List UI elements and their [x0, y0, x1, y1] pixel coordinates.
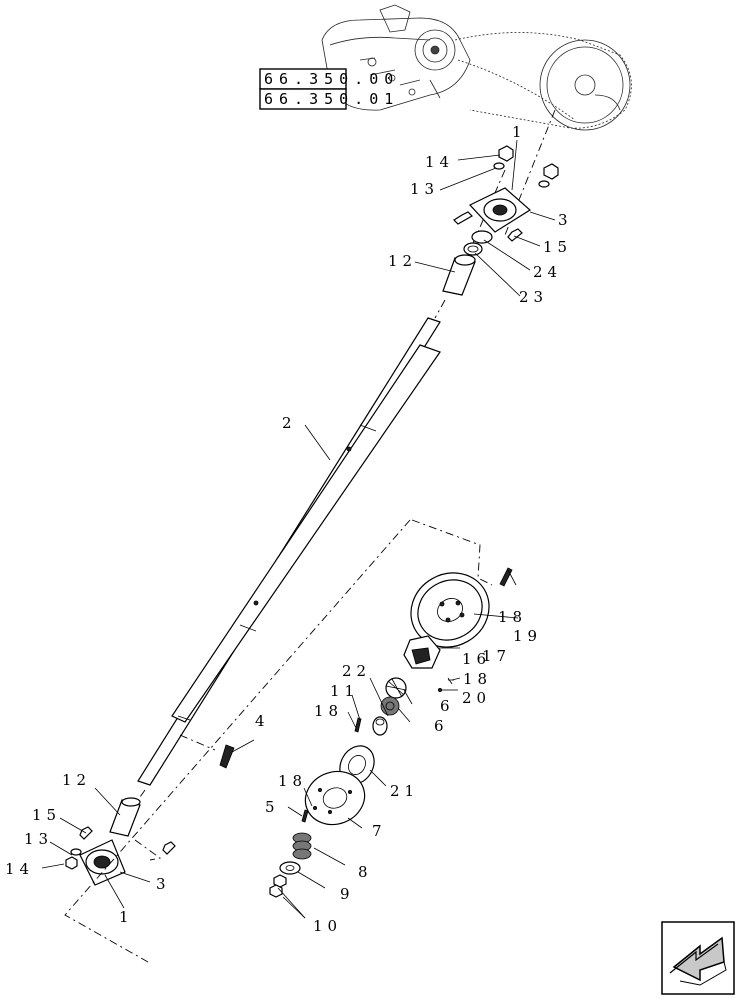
leader-lines	[41, 139, 556, 919]
callout-13-bottom: 13	[24, 830, 53, 848]
subassembly-boundary	[64, 519, 493, 963]
callout-12-top: 12	[388, 252, 417, 270]
callout-18-low: 18	[278, 772, 307, 790]
callout-18-top: 18	[498, 608, 527, 626]
callout-20: 20	[462, 689, 491, 707]
main-shaft	[137, 299, 446, 786]
reference-66-35000: 66.350.00	[264, 70, 399, 88]
callout-1-bottom: 1	[119, 908, 134, 926]
callout-1-top: 1	[512, 123, 527, 141]
pulley-assembly	[269, 567, 513, 898]
callout-14-top: 14	[425, 153, 454, 171]
callout-22: 22	[342, 662, 371, 680]
spring	[292, 832, 312, 860]
previous-page-arrow-icon	[669, 936, 727, 986]
callout-3-bottom: 3	[156, 875, 171, 893]
upper-bearing-group	[442, 109, 559, 296]
callout-6-a: 6	[440, 697, 455, 715]
callout-21: 21	[390, 782, 419, 800]
callout-4: 4	[255, 712, 270, 730]
callout-5: 5	[265, 798, 280, 816]
reference-box-2[interactable]: 66.350.01	[259, 88, 399, 110]
callout-15-top: 15	[543, 238, 572, 256]
callout-9: 9	[340, 885, 355, 903]
callout-3-top: 3	[558, 211, 573, 229]
callout-12-bottom: 12	[62, 771, 91, 789]
callout-17: 17	[482, 647, 511, 665]
callout-18-mid: 18	[463, 670, 492, 688]
callout-13-top: 13	[410, 180, 439, 198]
callout-6-b: 6	[434, 717, 449, 735]
callout-7: 7	[372, 822, 387, 840]
reference-box-1[interactable]: 66.350.00	[259, 68, 399, 90]
reference-66-35001: 66.350.01	[264, 90, 399, 108]
callout-2: 2	[282, 414, 297, 432]
lower-bearing-group	[65, 789, 176, 886]
callout-labels: 1 14 13 3 15 12 24 23 2 18 19 16 17 18 2…	[5, 123, 573, 935]
callout-10: 10	[313, 917, 342, 935]
callout-15-bottom: 15	[32, 806, 61, 824]
callout-11: 11	[330, 682, 359, 700]
callout-16: 16	[462, 650, 491, 668]
previous-page-button[interactable]	[661, 921, 735, 995]
upper-chain-drive-assembly	[321, 4, 632, 131]
callout-14-bottom: 14	[5, 860, 34, 878]
callout-24: 24	[533, 263, 562, 281]
callout-23: 23	[519, 288, 548, 306]
callout-8: 8	[358, 863, 373, 881]
callout-18-left: 18	[314, 702, 343, 720]
callout-19: 19	[513, 627, 542, 645]
